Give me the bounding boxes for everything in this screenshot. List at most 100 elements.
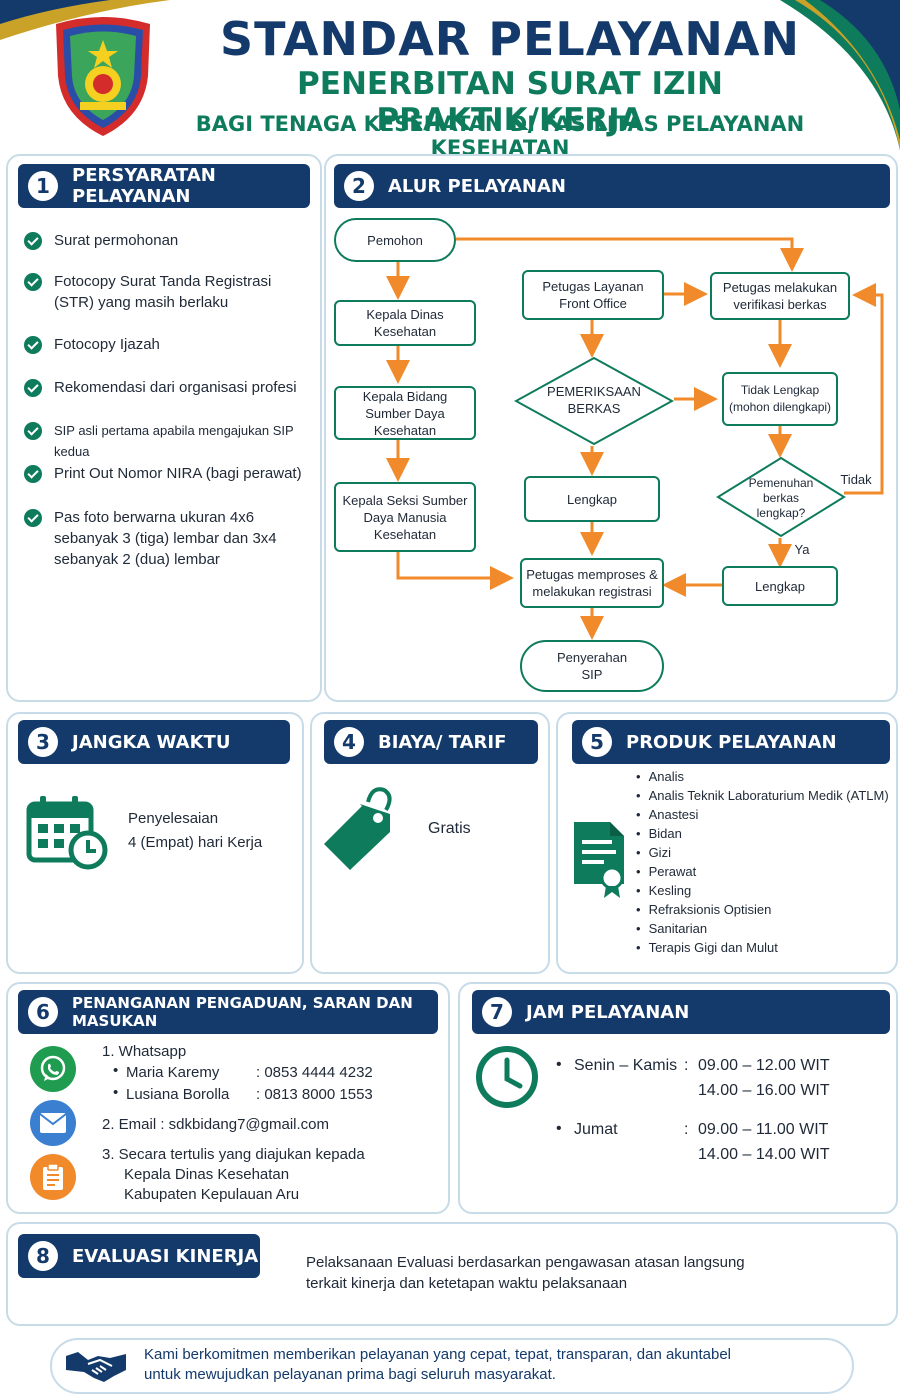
flow-end-penyerahan: Penyerahan SIP (520, 640, 664, 692)
flow-kepala-dinas: Kepala Dinas Kesehatan (334, 300, 476, 346)
flow-front-office: Petugas Layanan Front Office (522, 270, 664, 320)
decorative-corner-right (780, 0, 900, 150)
page-title: STANDAR PELAYANAN (219, 12, 800, 66)
hours-day-mon-thu: Senin – Kamis (574, 1057, 678, 1074)
flow-label-ya: Ya (794, 541, 810, 557)
requirement-item: Rekomendasi dari organisasi profesi (24, 377, 314, 398)
bullet: • (113, 1084, 119, 1101)
check-circle-icon (24, 422, 42, 440)
hours-day-fri: Jumat (574, 1121, 618, 1138)
complaint-whatsapp-title: 1. Whatsapp (102, 1043, 187, 1060)
section-title: ALUR PELAYANAN (388, 175, 566, 197)
complaint-written-recipient: Kepala Dinas Kesehatan (124, 1166, 290, 1183)
complaints-header: 6 PENANGANAN PENGADUAN, SARAN DAN MASUKA… (18, 990, 438, 1034)
hours-colon: : (684, 1057, 689, 1074)
section-number: 3 (28, 727, 58, 757)
flow-proses-registrasi: Petugas memproses & melakukan registrasi (520, 558, 664, 608)
section-number: 2 (344, 171, 374, 201)
check-circle-icon (24, 336, 42, 354)
product-list: Analis Analis Teknik Laboraturium Medik … (636, 767, 889, 957)
flow-label-tidak: Tidak (840, 471, 872, 487)
requirement-item: Fotocopy Surat Tanda Registrasi (STR) ya… (24, 271, 314, 313)
list-item: Analis (636, 767, 889, 786)
flow-tidak-lengkap: Tidak Lengkap (mohon dilengkapi) (722, 372, 838, 426)
evaluation-header: 8 EVALUASI KINERJA (18, 1234, 260, 1278)
section-number: 5 (582, 727, 612, 757)
section-number: 6 (28, 997, 58, 1027)
duration-label: Penyelesaian (128, 810, 219, 827)
section-number: 7 (482, 997, 512, 1027)
clipboard-icon (30, 1154, 76, 1200)
email-icon (30, 1100, 76, 1146)
service-flow-header: 2 ALUR PELAYANAN (334, 164, 890, 208)
check-circle-icon (24, 273, 42, 291)
contact-phone: : 0813 8000 1553 (256, 1086, 373, 1103)
complaint-email: 2. Email : sdkbidang7@gmail.com (102, 1116, 329, 1133)
hours-time: 09.00 – 11.00 WIT (698, 1121, 829, 1138)
bullet: • (556, 1056, 562, 1073)
duration-value: 4 (Empat) hari Kerja (128, 834, 263, 851)
list-item: Sanitarian (636, 919, 889, 938)
section-title: EVALUASI KINERJA (72, 1245, 259, 1267)
bullet: • (113, 1062, 119, 1079)
requirement-item: Print Out Nomor NIRA (bagi perawat) (24, 463, 314, 484)
bullet: • (556, 1120, 562, 1137)
flow-lengkap-2: Lengkap (722, 566, 838, 606)
complaint-written-region: Kabupaten Kepulauan Aru (124, 1186, 300, 1203)
list-item: Anastesi (636, 805, 889, 824)
fee-header: 4 BIAYA/ TARIF (324, 720, 538, 764)
complaint-written: 3. Secara tertulis yang diajukan kepada (102, 1146, 365, 1163)
contact-name: Maria Karemy (126, 1064, 220, 1081)
hours-time: 14.00 – 14.00 WIT (698, 1146, 830, 1163)
flow-kepala-seksi: Kepala Seksi Sumber Daya Manusia Kesehat… (334, 482, 476, 552)
requirement-item: Fotocopy Ijazah (24, 334, 314, 355)
flow-kepala-bidang: Kepala Bidang Sumber Daya Kesehatan (334, 386, 476, 440)
check-circle-icon (24, 509, 42, 527)
requirements-header: 1 PERSYARATAN PELAYANAN (18, 164, 310, 208)
requirement-item: SIP asli pertama apabila mengajukan SIP … (24, 420, 320, 462)
flow-decision-pemeriksaan: PEMERIKSAAN BERKAS (547, 384, 641, 416)
service-hours-header: 7 JAM PELAYANAN (472, 990, 890, 1034)
section-title: PENANGANAN PENGADUAN, SARAN DAN MASUKAN (72, 994, 413, 1030)
flow-decision-pemenuhan-shape (716, 456, 846, 538)
flow-decision-pemenuhan: Pemenuhan berkas lengkap? (748, 475, 814, 520)
requirements-panel (6, 154, 322, 702)
fee-value: Gratis (428, 820, 471, 837)
commitment-banner (50, 1338, 854, 1394)
evaluation-text-line2: terkait kinerja dan ketetapan waktu pela… (306, 1275, 628, 1292)
section-number: 4 (334, 727, 364, 757)
section-number: 8 (28, 1241, 58, 1271)
section-title: JAM PELAYANAN (526, 1001, 690, 1023)
commitment-text-line1: Kami berkomitmen memberikan pelayanan ya… (144, 1346, 732, 1363)
evaluation-text-line1: Pelaksanaan Evaluasi berdasarkan pengawa… (306, 1254, 745, 1271)
contact-name: Lusiana Borolla (126, 1086, 230, 1103)
decorative-corner-left (0, 0, 170, 40)
section-title: BIAYA/ TARIF (378, 731, 507, 753)
list-item: Perawat (636, 862, 889, 881)
flow-start-pemohon: Pemohon (334, 218, 456, 262)
products-header: 5 PRODUK PELAYANAN (572, 720, 890, 764)
list-item: Kesling (636, 881, 889, 900)
check-circle-icon (24, 379, 42, 397)
regency-emblem-logo (56, 17, 150, 136)
list-item: Terapis Gigi dan Mulut (636, 938, 889, 957)
duration-header: 3 JANGKA WAKTU (18, 720, 290, 764)
whatsapp-icon (30, 1046, 76, 1092)
requirement-item: Pas foto berwarna ukuran 4x6 sebanyak 3 … (24, 507, 304, 570)
list-item: Bidan (636, 824, 889, 843)
handshake-icon (66, 1352, 126, 1382)
section-number: 1 (28, 171, 58, 201)
clock-icon (476, 1046, 538, 1108)
requirement-item: Surat permohonan (24, 230, 314, 251)
list-item: Analis Teknik Laboraturium Medik (ATLM) (636, 786, 889, 805)
flow-decision-pemeriksaan-shape (514, 356, 674, 446)
flow-verifikasi: Petugas melakukan verifikasi berkas (710, 272, 850, 320)
commitment-text-line2: untuk mewujudkan pelayanan prima bagi se… (144, 1366, 556, 1383)
flow-lengkap-1: Lengkap (524, 476, 660, 522)
section-title: PRODUK PELAYANAN (626, 731, 837, 753)
hours-time: 09.00 – 12.00 WIT (698, 1057, 830, 1074)
price-tag-icon (324, 787, 392, 870)
contact-phone: : 0853 4444 4232 (256, 1064, 373, 1081)
flow-arrows (386, 237, 884, 640)
page-subtitle: PENERBITAN SURAT IZIN PRAKTIK/KERJA (297, 66, 723, 138)
